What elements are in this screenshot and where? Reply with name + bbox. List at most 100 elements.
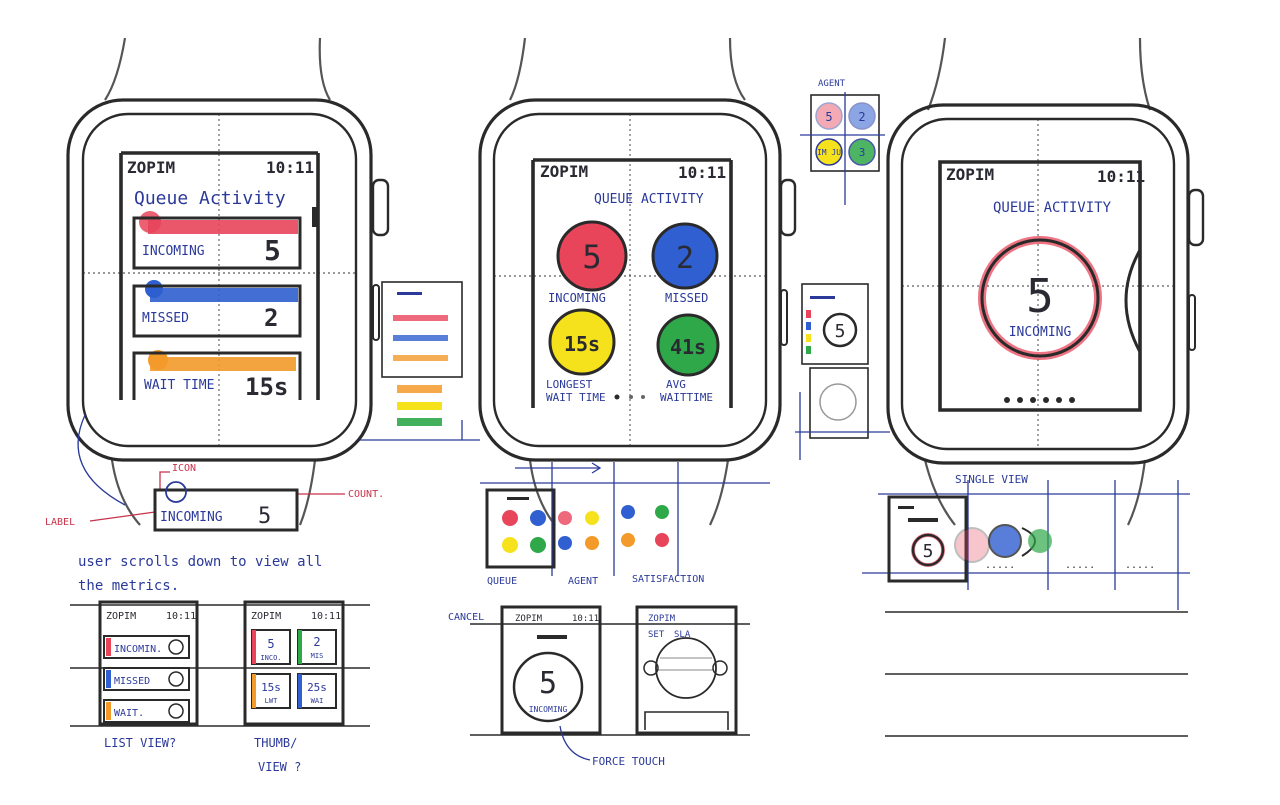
agent-grid-sketch: AGENT 5 2 IM JU 3 [800,79,885,205]
page-indicator [1004,397,1075,403]
satisfaction-caption: SATISFACTION [632,574,704,585]
metric-circle-incoming-large[interactable]: 5 INCOMING [978,236,1102,360]
svg-text:5: 5 [835,321,846,342]
metric-label: MISSED [142,311,189,326]
force-touch-sketch: CANCEL ZOPIM 10:11 5 INCOMING FORCE TOUC… [448,605,750,768]
watch-single-view: ZOPIM 10:11 QUEUE ACTIVITY 5 INCOMING [886,37,1205,526]
svg-text:INCOMING: INCOMING [160,510,223,525]
clock-time: 10:11 [1097,167,1145,186]
svg-text:SET: SET [648,630,665,640]
clock-time: 10:11 [678,163,726,182]
svg-text:10:11: 10:11 [166,611,196,622]
svg-text:ZOPIM: ZOPIM [648,614,676,624]
circle-value: 41s [670,335,706,359]
scroll-note: user scrolls down to view all [78,554,322,570]
svg-text:MIS: MIS [311,652,324,660]
circle-value: 5 [582,238,601,276]
digital-crown [371,178,390,237]
svg-text:2: 2 [858,110,865,124]
list-view-thumbnail: ZOPIM 10:11 INCOMIN. MISSED WAIT. LIST V… [70,600,370,750]
clock-time: 10:11 [266,158,314,177]
screen-title: QUEUE ACTIVITY [594,192,704,207]
missed-bar [150,288,298,302]
circle-value: 15s [564,332,600,356]
svg-text:15s: 15s [261,681,281,694]
screen-title: Queue Activity [134,188,286,209]
metric-circle-missed[interactable]: 2 MISSED [651,222,719,305]
watch-screen [119,151,320,400]
cancel-annotation: CANCEL [448,612,484,623]
watch-list-view: ZOPIM 10:11 Queue Activity INCOMING 5 MI… [66,37,390,526]
metric-value: 15s [245,373,288,401]
metric-circle-incoming[interactable]: 5 INCOMING [548,220,628,305]
circle-value: 5 [1026,269,1054,323]
icon-annotation: ICON [172,463,196,474]
metric-value: 5 [264,234,281,267]
force-touch-caption: FORCE TOUCH [592,755,665,768]
metric-row-wait-time[interactable]: WAIT TIME 15s [132,350,302,401]
svg-text:2: 2 [313,635,320,649]
svg-text:.....: ..... [1125,560,1155,571]
side-button [372,284,380,341]
metric-value: 2 [264,304,278,332]
single-view-sketch: SINGLE VIEW 5 ..... ..... ..... [862,473,1190,737]
svg-text:ZOPIM: ZOPIM [106,611,136,622]
svg-text:WAI: WAI [311,697,324,705]
svg-text:IM JU: IM JU [817,148,841,157]
svg-text:WAIT.: WAIT. [114,708,144,719]
svg-text:10:11: 10:11 [572,614,599,624]
single-view-caption: SINGLE VIEW [955,473,1028,486]
page-indicator [614,394,645,400]
agent-caption: AGENT [568,576,598,587]
svg-text:INCOMING: INCOMING [529,705,568,714]
watch-screen [938,160,1142,412]
svg-text:INCO.: INCO. [260,654,281,662]
svg-text:SLA: SLA [674,630,691,640]
svg-text:5: 5 [258,504,271,529]
metric-circle-avg-wait[interactable]: 41s AVG WAITTIME [656,313,720,404]
digital-crown [779,178,797,237]
brand-label: ZOPIM [127,158,175,177]
watch-case [66,98,373,462]
circle-label: INCOMING [1009,325,1072,340]
thumb-view-thumbnail: ZOPIM 10:11 5 INCO. 2 MIS 15s LWT 25s WA… [243,600,345,774]
metric-row-missed[interactable]: MISSED 2 [132,280,302,338]
thumb-view-caption-2: VIEW ? [258,760,301,774]
brand-label: ZOPIM [946,165,994,184]
metric-label: WAIT TIME [144,378,214,393]
row-anatomy-annotation: ICON LABEL COUNT. INCOMING 5 user scroll… [45,414,384,594]
next-page-peek [1124,249,1142,353]
svg-text:5: 5 [267,637,274,651]
metric-row-incoming[interactable]: INCOMING 5 [132,211,302,270]
svg-text:ZOPIM: ZOPIM [251,611,281,622]
incoming-bar [148,220,298,234]
brand-label: ZOPIM [540,162,588,181]
dashboard-switch-sketch: QUEUE AGENT SATISFACTION [480,462,770,587]
thumb-view-caption: THUMB/ [254,736,297,750]
circle-label-line1: AVG [666,378,686,391]
label-annotation: LABEL [45,517,75,528]
digital-crown [1187,188,1205,247]
scroll-transition-sketch [360,281,480,441]
circle-value: 2 [676,241,694,276]
svg-text:3: 3 [859,146,866,159]
circle-label-line2: WAIT TIME [546,391,606,404]
svg-text:LWT: LWT [265,697,278,705]
svg-text:.....: ..... [985,560,1015,571]
circle-label: INCOMING [548,291,606,305]
svg-text:10:11: 10:11 [311,611,341,622]
circle-label-line2: WAITTIME [660,391,713,404]
queue-caption: QUEUE [487,576,517,587]
agent-sketch-title: AGENT [818,79,846,89]
circle-label: MISSED [665,291,708,305]
watch-case [478,98,782,462]
watch-grid-view: ZOPIM 10:11 QUEUE ACTIVITY 5 INCOMING 2 … [478,37,797,526]
svg-text:5: 5 [923,541,934,562]
svg-text:ZOPIM: ZOPIM [515,614,543,624]
svg-text:5: 5 [825,110,832,124]
list-view-caption: LIST VIEW? [104,736,176,750]
metric-circle-longest-wait[interactable]: 15s LONGEST WAIT TIME [546,308,616,404]
svg-text:INCOMIN.: INCOMIN. [114,644,162,655]
svg-text:25s: 25s [307,681,327,694]
